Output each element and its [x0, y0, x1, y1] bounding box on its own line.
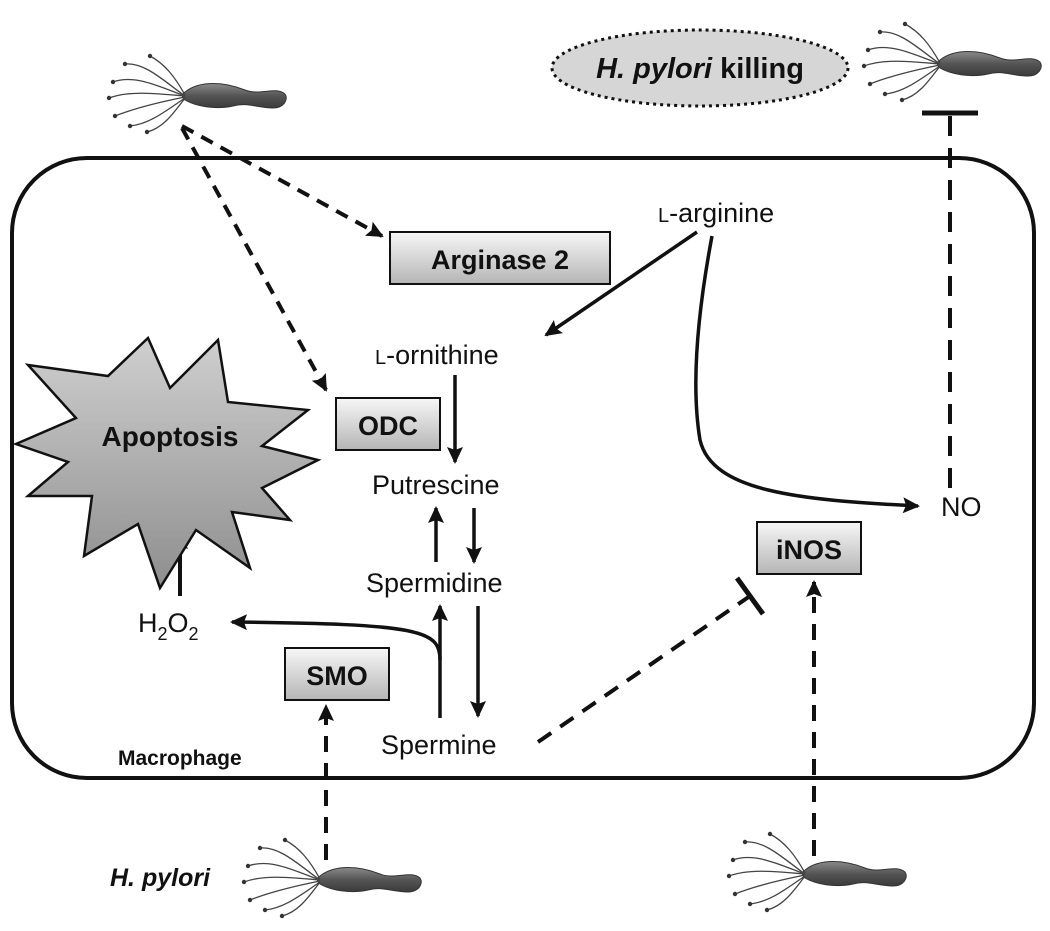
arginase2-label: Arginase 2 — [431, 245, 569, 275]
spermine-inhibit-tbar — [734, 576, 766, 616]
l-ornithine-label: L-ornithine — [375, 340, 499, 370]
odc-box: ODC — [335, 397, 441, 451]
h-pylori-label: H. pylori — [110, 864, 211, 892]
killing-italic-label: H. pylori — [596, 53, 713, 85]
apoptosis-label: Apoptosis — [102, 421, 239, 452]
dashed-arrow-to-arginase2 — [181, 124, 384, 238]
apoptosis-starburst: Apoptosis — [12, 335, 322, 591]
h-pylori-bacterium-bottom-right — [726, 831, 907, 913]
arrow-arginine-to-no — [694, 235, 920, 514]
h-pylori-bacterium-bottom-left — [241, 837, 422, 919]
inos-box: iNOS — [756, 521, 862, 575]
spermine-label: Spermine — [381, 730, 497, 760]
macrophage-label: Macrophage — [118, 747, 242, 770]
h2o2-label: H2O2 — [138, 608, 199, 644]
svg-text:H. pylori killing: H. pylori killing — [596, 53, 804, 85]
hpylori-killing-ellipse: H. pylori killing — [550, 28, 850, 108]
dashed-arrow-to-odc — [180, 127, 328, 392]
spermine-inhibits-inos-dashed — [536, 594, 752, 744]
arginase2-box: Arginase 2 — [389, 231, 611, 285]
l-arginine-label: L-arginine — [658, 198, 774, 228]
h-pylori-bacterium-top-left — [106, 53, 287, 135]
killing-rest-label: killing — [712, 53, 804, 85]
putrescine-label: Putrescine — [372, 470, 500, 500]
inos-label: iNOS — [776, 535, 842, 565]
no-label: NO — [941, 492, 982, 522]
arrow-arginine-to-ornithine — [544, 230, 698, 337]
spermidine-label: Spermidine — [366, 568, 503, 598]
h-pylori-bacterium-top-right — [861, 21, 1042, 103]
smo-box: SMO — [284, 647, 390, 701]
smo-label: SMO — [306, 661, 368, 691]
arrow-smo-to-h2o2 — [230, 614, 442, 661]
odc-label: ODC — [358, 411, 418, 441]
macrophage-cell-outline — [10, 156, 1036, 780]
